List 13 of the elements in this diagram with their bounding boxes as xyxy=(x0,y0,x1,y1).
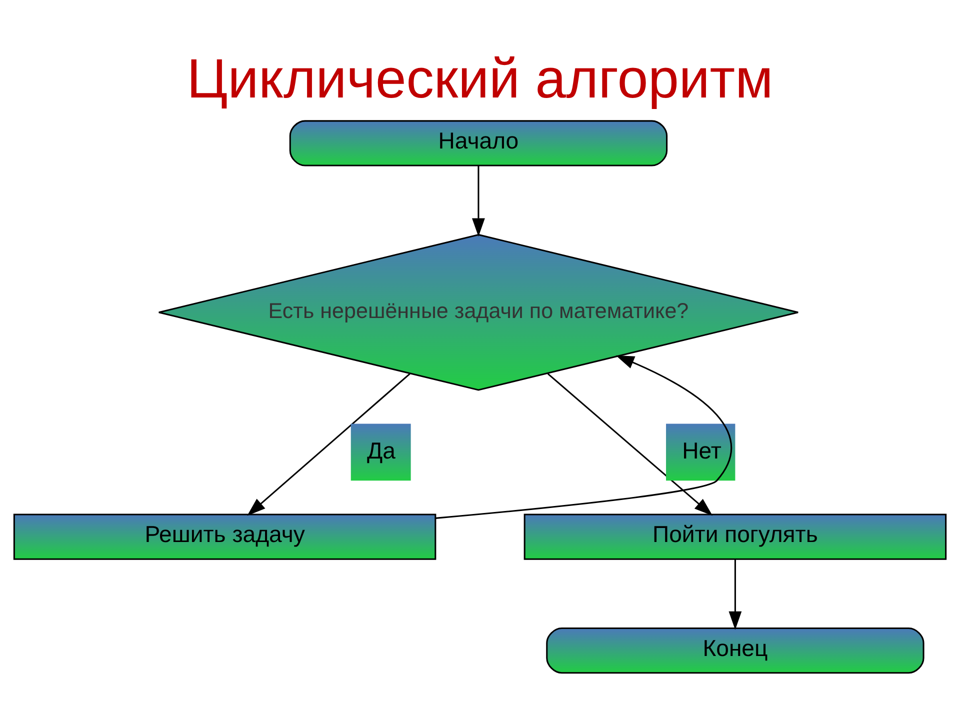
arrow xyxy=(247,373,410,516)
diagram-title: Циклический алгоритм xyxy=(186,48,774,110)
arrow xyxy=(436,355,732,519)
node-diamond: Есть нерешённые задачи по математике? xyxy=(158,234,799,391)
node-box: Конец xyxy=(546,628,924,674)
edge-label: Нет xyxy=(682,437,722,464)
node-box: Пойти погулять xyxy=(524,514,947,560)
node-box: Решить задачу xyxy=(13,514,436,560)
arrow xyxy=(547,373,713,516)
edge-label: Да xyxy=(367,437,396,464)
node-box: Начало xyxy=(289,120,668,166)
arrow xyxy=(472,166,485,237)
arrow xyxy=(728,559,742,630)
